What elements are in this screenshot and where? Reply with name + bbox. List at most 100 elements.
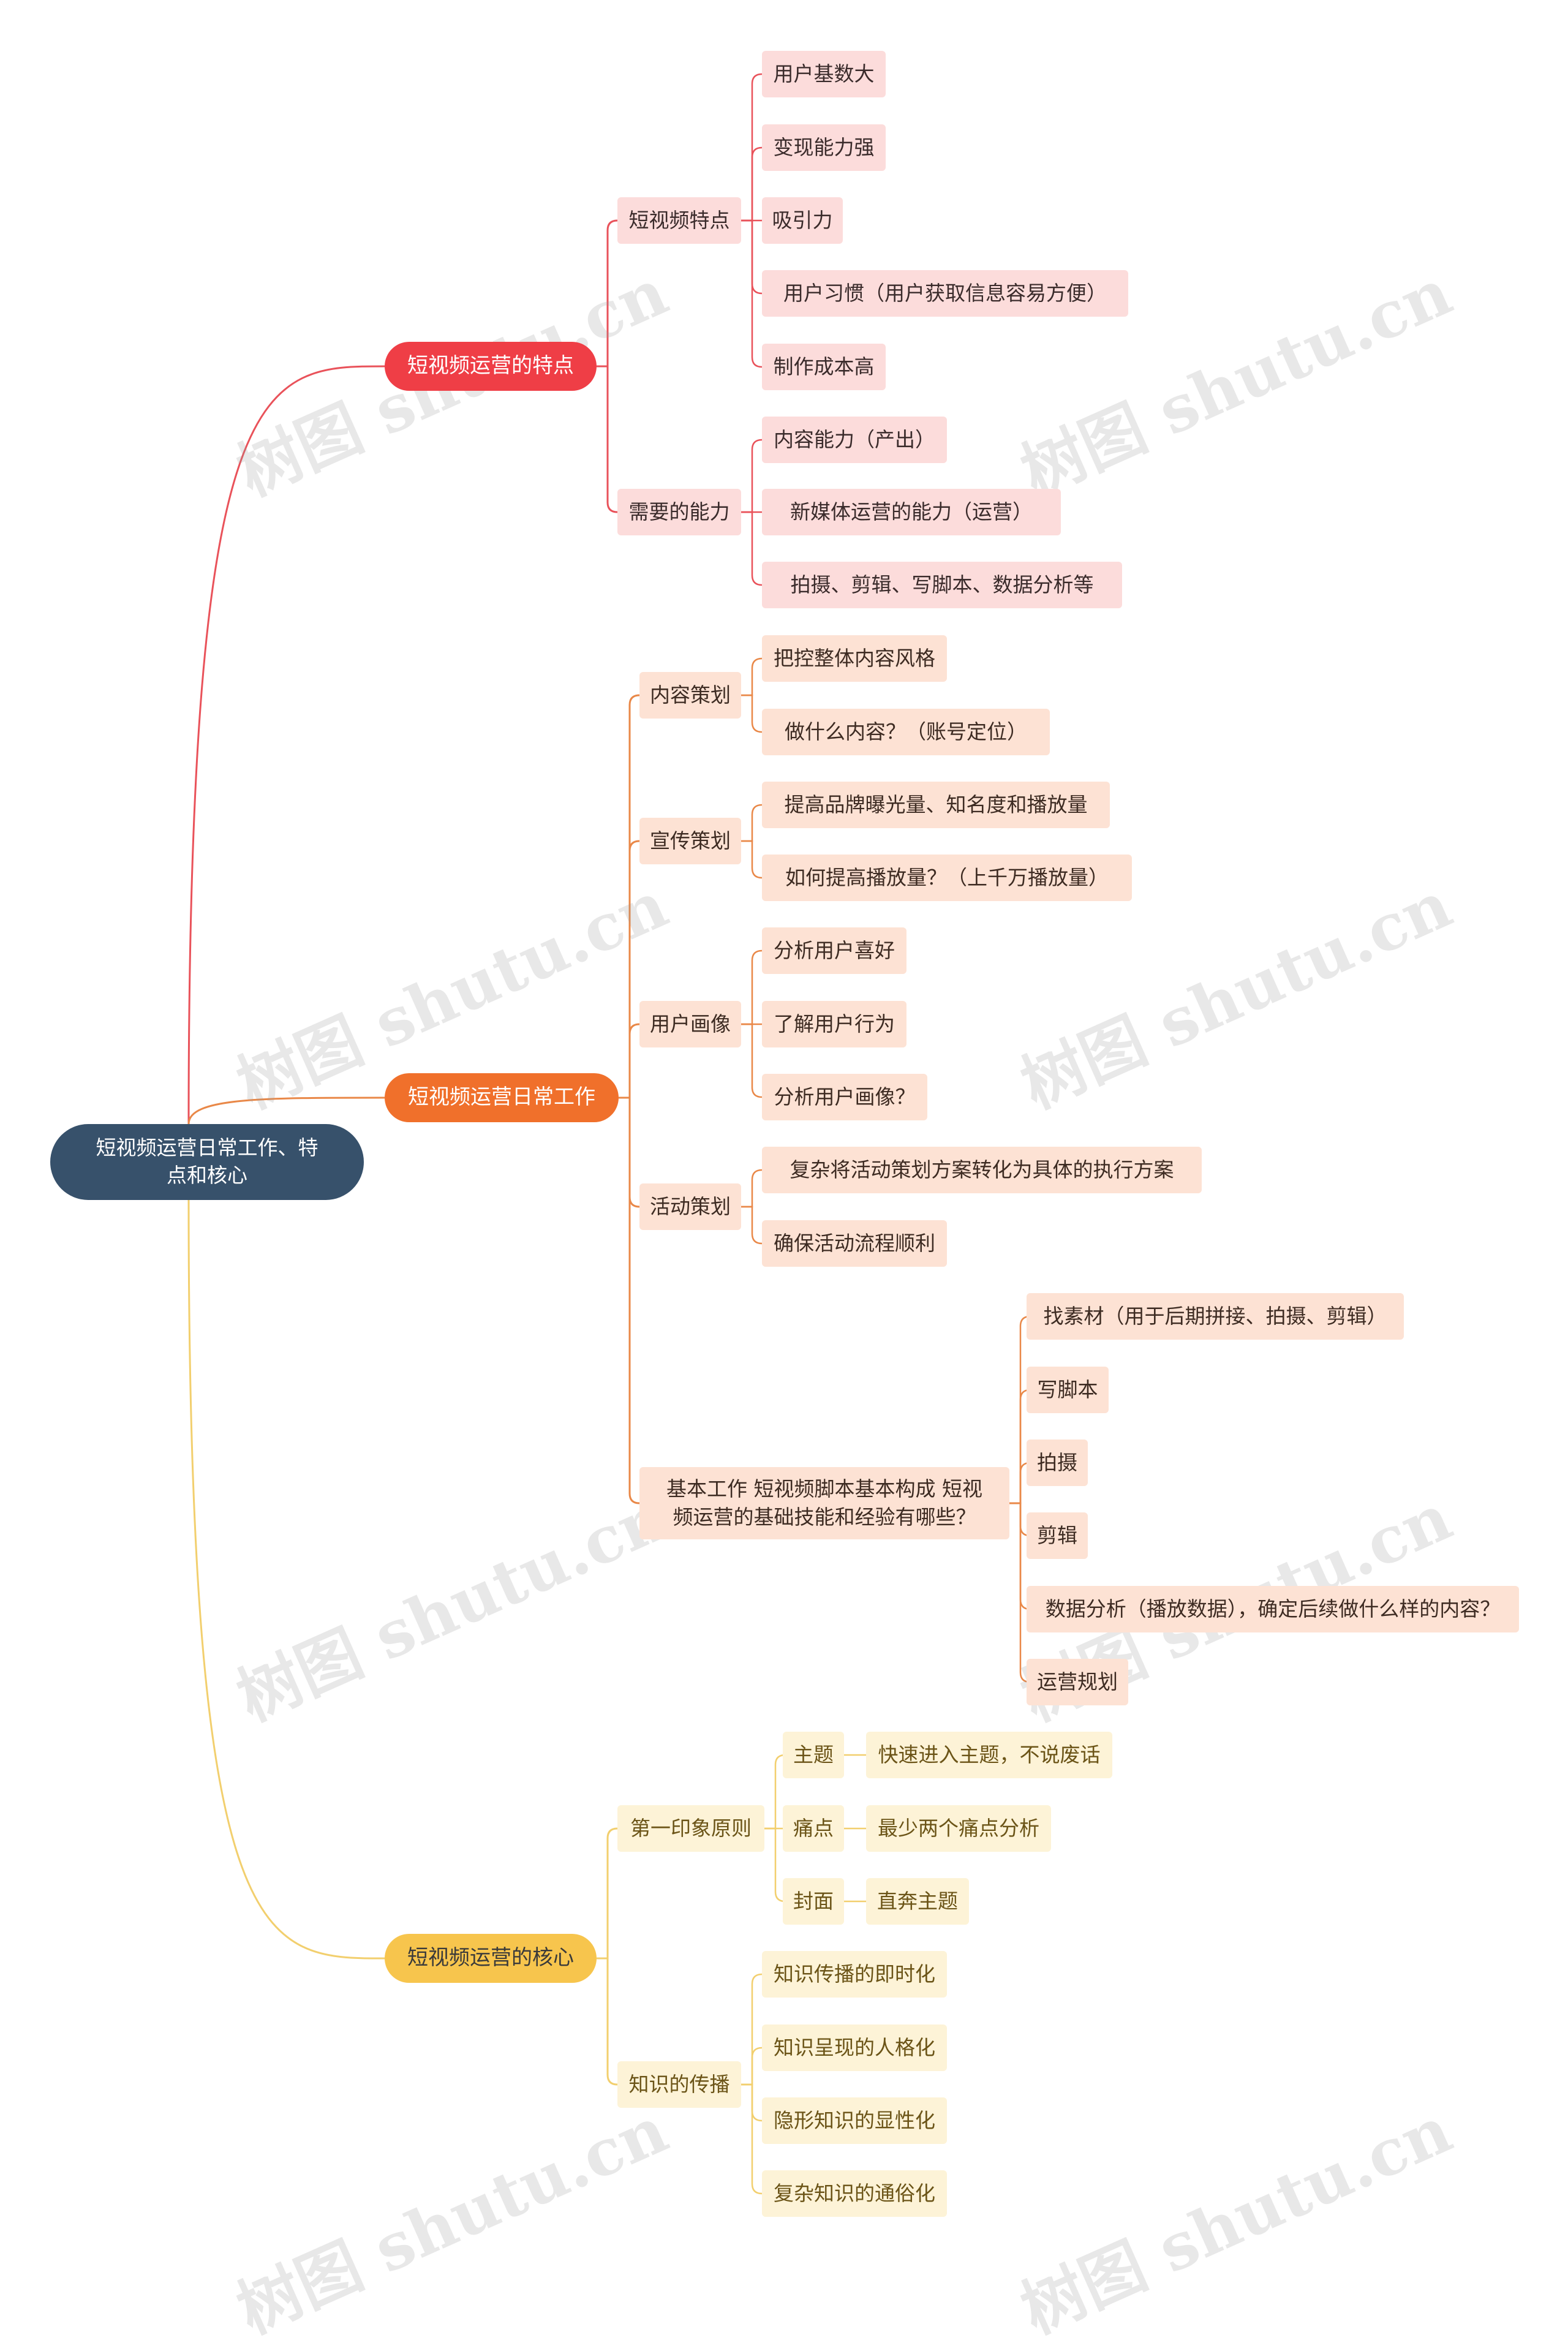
root-topic[interactable]: 短视频运营日常工作、特点和核心 xyxy=(50,1124,364,1200)
branch-characteristics[interactable]: 短视频运营的特点 xyxy=(385,342,597,391)
leaf-node[interactable]: 痛点 xyxy=(783,1805,844,1852)
leaf-label: 分析用户喜好 xyxy=(774,938,895,962)
leaf-node[interactable]: 写脚本 xyxy=(1027,1367,1109,1413)
leaf-connector xyxy=(741,1973,763,2086)
topic-label: 基本工作 短视频脚本基本构成 短视频运营的基础技能和经验有哪些？ xyxy=(666,1476,982,1529)
topic-content-planning[interactable]: 内容策划 xyxy=(639,672,741,719)
topic-label: 需要的能力 xyxy=(628,499,730,524)
topic-promotion-planning[interactable]: 宣传策划 xyxy=(639,818,741,864)
leaf-label: 最少两个痛点分析 xyxy=(878,1816,1039,1840)
leaf-node[interactable]: 复杂将活动策划方案转化为具体的执行方案 xyxy=(762,1147,1202,1193)
leaf-connector xyxy=(741,804,763,842)
leaf-label: 了解用户行为 xyxy=(774,1011,895,1036)
leaf-label: 封面 xyxy=(793,1889,834,1913)
topic-connector xyxy=(619,694,640,1099)
leaf-node[interactable]: 主题 xyxy=(783,1732,844,1778)
leaf-node[interactable]: 确保活动流程顺利 xyxy=(762,1220,947,1267)
topic-label: 用户画像 xyxy=(650,1011,731,1036)
leaf-node[interactable]: 拍摄、剪辑、写脚本、数据分析等 xyxy=(762,562,1122,608)
leaf-label: 变现能力强 xyxy=(773,135,875,159)
topic-connector xyxy=(619,1096,640,1504)
leaf-node[interactable]: 提高品牌曝光量、知名度和播放量 xyxy=(762,782,1110,828)
topic-label: 活动策划 xyxy=(650,1194,731,1218)
leaf-node[interactable]: 找素材（用于后期拼接、拍摄、剪辑） xyxy=(1027,1293,1404,1340)
leaf-label: 把控整体内容风格 xyxy=(774,646,935,670)
topic-event-planning[interactable]: 活动策划 xyxy=(639,1183,741,1230)
leaf-node[interactable]: 知识呈现的人格化 xyxy=(762,2025,947,2071)
leaf-node[interactable]: 吸引力 xyxy=(762,197,843,244)
leaf-node[interactable]: 剪辑 xyxy=(1027,1512,1088,1559)
topic-required-abilities[interactable]: 需要的能力 xyxy=(617,489,741,535)
leaf-node[interactable]: 做什么内容？（账号定位） xyxy=(762,709,1050,755)
leaf-node[interactable]: 知识传播的即时化 xyxy=(762,1951,947,1998)
branch-connector xyxy=(187,1199,385,1960)
leaf-label: 确保活动流程顺利 xyxy=(774,1231,935,1255)
leaf-label: 运营规划 xyxy=(1037,1669,1118,1694)
leaf-node[interactable]: 分析用户喜好 xyxy=(762,927,907,974)
branch-core[interactable]: 短视频运营的核心 xyxy=(385,1934,597,1983)
leaf-label: 找素材（用于后期拼接、拍摄、剪辑） xyxy=(1043,1304,1387,1328)
leaf-node[interactable]: 内容能力（产出） xyxy=(762,417,947,463)
branch-label: 短视频运营的核心 xyxy=(407,1945,574,1971)
leaf-label: 知识传播的即时化 xyxy=(774,1961,935,1986)
topic-connector xyxy=(597,1827,618,1960)
leaf-node[interactable]: 分析用户画像？ xyxy=(762,1074,927,1120)
branch-label: 短视频运营的特点 xyxy=(407,353,574,379)
leaf-label: 用户习惯（用户获取信息容易方便） xyxy=(783,281,1107,305)
leaf-label: 复杂知识的通俗化 xyxy=(774,2181,935,2205)
leaf-node[interactable]: 拍摄 xyxy=(1027,1440,1088,1486)
leaf-node[interactable]: 如何提高播放量？（上千万播放量） xyxy=(762,855,1132,901)
mind-map-canvas: 树图 shutu.cn 树图 shutu.cn 树图 shutu.cn 树图 s… xyxy=(50,51,1519,2348)
leaf-connector xyxy=(741,1206,763,1245)
root-topic-label: 短视频运营日常工作、特点和核心 xyxy=(96,1136,318,1187)
leaf-node[interactable]: 直奔主题 xyxy=(866,1878,969,1925)
leaf-connector xyxy=(741,949,763,1025)
leaf-connector xyxy=(741,2047,763,2086)
leaf-node[interactable]: 封面 xyxy=(783,1878,844,1925)
topic-connector xyxy=(597,365,618,513)
leaf-label: 如何提高播放量？（上千万播放量） xyxy=(785,865,1109,889)
leaf-node[interactable]: 隐形知识的显性化 xyxy=(762,2097,947,2144)
leaf-label: 剪辑 xyxy=(1037,1523,1077,1547)
leaf-node[interactable]: 用户基数大 xyxy=(762,51,886,97)
leaf-label: 知识呈现的人格化 xyxy=(774,2035,935,2059)
topic-video-features[interactable]: 短视频特点 xyxy=(617,197,741,244)
leaf-connector xyxy=(741,1023,763,1098)
leaf-label: 制作成本高 xyxy=(773,354,875,379)
topic-label: 内容策划 xyxy=(650,682,731,707)
leaf-node[interactable]: 变现能力强 xyxy=(762,124,886,171)
leaf-connector xyxy=(741,439,763,513)
leaf-node[interactable]: 快速进入主题，不说废话 xyxy=(866,1732,1112,1778)
leaf-label: 内容能力（产出） xyxy=(774,427,935,451)
leaf-connector xyxy=(741,657,763,696)
topic-basic-work[interactable]: 基本工作 短视频脚本基本构成 短视频运营的基础技能和经验有哪些？ xyxy=(639,1467,1009,1539)
leaf-node[interactable]: 把控整体内容风格 xyxy=(762,635,947,682)
leaf-connector xyxy=(741,2083,763,2195)
leaf-node[interactable]: 复杂知识的通俗化 xyxy=(762,2170,947,2217)
leaf-node[interactable]: 数据分析（播放数据），确定后续做什么样的内容？ xyxy=(1027,1586,1519,1632)
leaf-label: 隐形知识的显性化 xyxy=(774,2108,935,2132)
topic-user-portrait[interactable]: 用户画像 xyxy=(639,1001,741,1047)
leaf-node[interactable]: 运营规划 xyxy=(1027,1659,1128,1705)
leaf-connector xyxy=(741,1169,763,1208)
leaf-label: 痛点 xyxy=(793,1816,834,1840)
leaf-connector xyxy=(741,840,763,879)
leaf-connector xyxy=(764,1754,786,1830)
topic-knowledge-spread[interactable]: 知识的传播 xyxy=(617,2061,741,2108)
leaf-connector xyxy=(741,511,763,586)
topic-connector xyxy=(597,219,618,368)
leaf-node[interactable]: 最少两个痛点分析 xyxy=(866,1805,1051,1852)
leaf-node[interactable]: 用户习惯（用户获取信息容易方便） xyxy=(762,270,1128,317)
branch-label: 短视频运营日常工作 xyxy=(408,1085,595,1110)
leaf-node[interactable]: 新媒体运营的能力（运营） xyxy=(762,489,1061,535)
leaf-node[interactable]: 制作成本高 xyxy=(762,344,886,390)
topic-first-impression[interactable]: 第一印象原则 xyxy=(617,1805,764,1852)
leaf-label: 拍摄、剪辑、写脚本、数据分析等 xyxy=(790,572,1094,597)
leaf-label: 复杂将活动策划方案转化为具体的执行方案 xyxy=(790,1157,1174,1182)
leaf-label: 数据分析（播放数据），确定后续做什么样的内容？ xyxy=(1045,1596,1501,1621)
leaf-node[interactable]: 了解用户行为 xyxy=(762,1001,907,1047)
topic-connector xyxy=(597,1957,618,2086)
leaf-label: 吸引力 xyxy=(772,208,833,232)
branch-daily-work[interactable]: 短视频运营日常工作 xyxy=(385,1073,619,1122)
leaf-connector xyxy=(741,694,763,733)
